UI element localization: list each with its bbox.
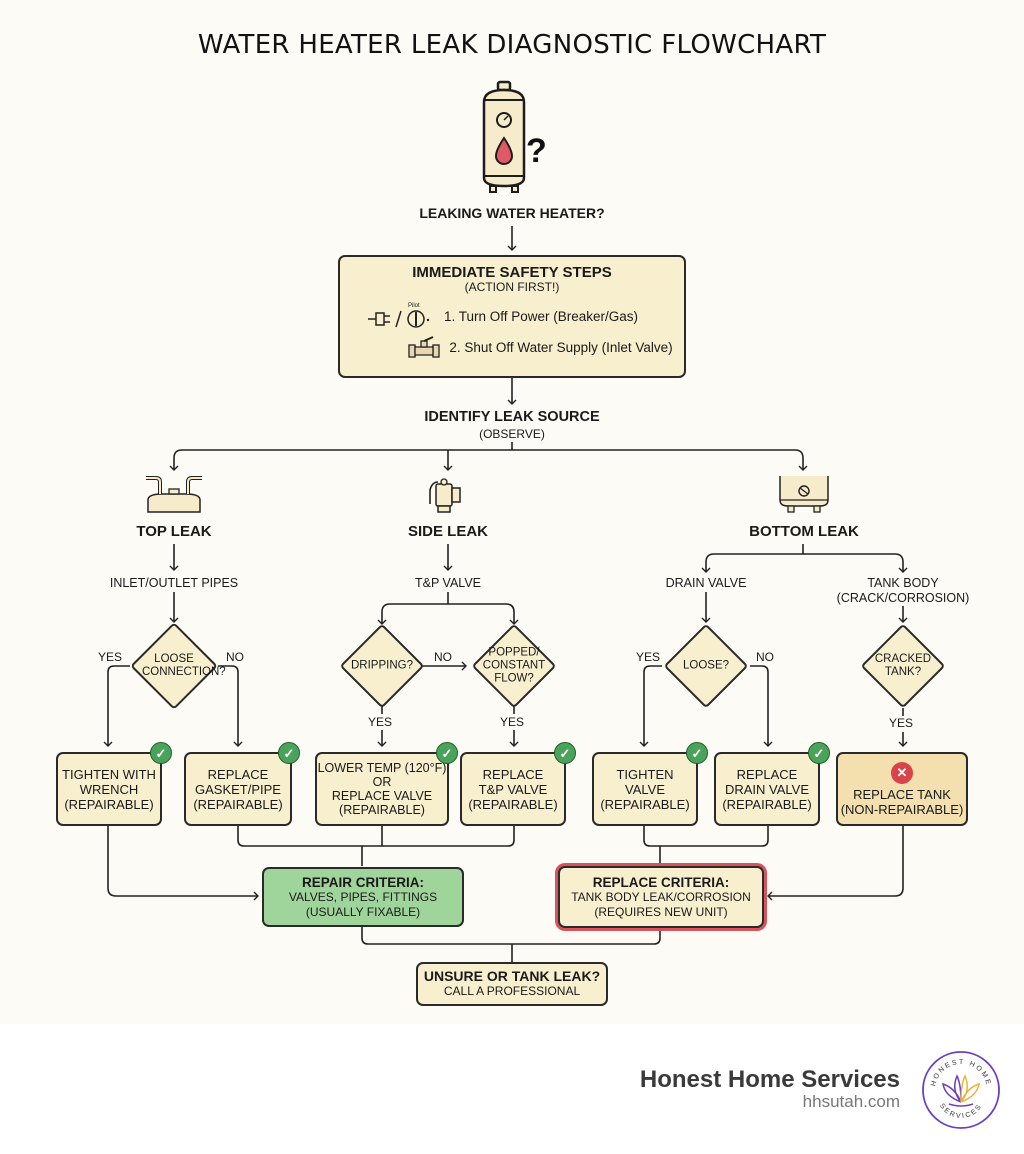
side-leak-label: SIDE LEAK xyxy=(407,523,488,540)
connector xyxy=(390,592,514,624)
replace-criteria-box: REPLACE CRITERIA: TANK BODY LEAK/CORROSI… xyxy=(558,866,764,928)
decision-dripping: DRIPPING? xyxy=(338,623,426,709)
check-icon: ✓ xyxy=(686,742,708,764)
connector xyxy=(107,826,259,901)
valve-icon xyxy=(408,336,440,358)
svg-text:?: ? xyxy=(526,132,547,170)
connector xyxy=(714,544,903,572)
safety-subheading: (ACTION FIRST!) xyxy=(464,280,560,294)
top-pipes-icon xyxy=(146,476,202,513)
side-leak-source: T&P VALVE xyxy=(414,576,481,590)
connector xyxy=(237,826,515,866)
no-label: NO xyxy=(434,650,452,664)
decision-text: DRIPPING? xyxy=(351,659,413,672)
check-icon: ✓ xyxy=(554,742,576,764)
yes-label: YES xyxy=(98,650,123,664)
decision-text: LOOSE CONNECTION? xyxy=(142,653,226,678)
connector xyxy=(103,665,130,747)
connector xyxy=(361,926,661,962)
connector xyxy=(767,826,904,901)
drain-valve-source: DRAIN VALVE xyxy=(665,576,747,590)
safety-step-1: 1. Turn Off Power (Breaker/Gas) xyxy=(443,308,639,324)
connector xyxy=(218,665,243,747)
repair-criteria-box: REPAIR CRITERIA: VALVES, PIPES, FITTINGS… xyxy=(262,867,464,927)
safety-step-2: 2. Shut Off Water Supply (Inlet Valve) xyxy=(449,339,673,355)
decision-text: LOOSE? xyxy=(682,659,730,672)
flowchart-canvas: WATER HEATER LEAK DIAGNOSTIC FLOWCHART ?… xyxy=(56,30,1024,1006)
connector xyxy=(377,603,391,625)
no-label: NO xyxy=(226,650,244,664)
safety-heading: IMMEDIATE SAFETY STEPS xyxy=(412,264,612,281)
top-leak-label: TOP LEAK xyxy=(136,523,212,540)
check-icon: ✓ xyxy=(278,742,300,764)
top-leak-source: INLET/OUTLET PIPES xyxy=(109,576,239,590)
connector xyxy=(643,826,769,866)
identify-heading: IDENTIFY LEAK SOURCE xyxy=(424,409,600,425)
identify-sub: (OBSERVE) xyxy=(479,427,545,441)
water-heater-question-icon: ? xyxy=(482,80,547,193)
safety-steps-box: IMMEDIATE SAFETY STEPS (ACTION FIRST!) P… xyxy=(338,255,686,378)
connector xyxy=(182,442,803,470)
check-icon: ✓ xyxy=(436,742,458,764)
yes-label: YES xyxy=(500,715,525,729)
tp-valve-icon xyxy=(429,478,461,513)
page-title: WATER HEATER LEAK DIAGNOSTIC FLOWCHART xyxy=(197,30,827,60)
connector xyxy=(639,665,662,747)
connector xyxy=(701,553,715,573)
footer-url[interactable]: hhsutah.com xyxy=(802,1092,900,1111)
x-icon: ✕ xyxy=(891,761,913,784)
tank-bottom-icon xyxy=(779,476,829,513)
check-icon: ✓ xyxy=(150,742,172,764)
start-label: LEAKING WATER HEATER? xyxy=(419,205,605,221)
connector xyxy=(750,665,773,747)
bottom-leak-label: BOTTOM LEAK xyxy=(749,523,859,540)
call-professional-box: UNSURE OR TANK LEAK? CALL A PROFESSIONAL xyxy=(416,962,608,1006)
yes-label: YES xyxy=(636,650,661,664)
no-label: NO xyxy=(756,650,774,664)
tank-body-source: TANK BODY(CRACK/CORROSION) xyxy=(836,576,970,605)
decision-loose-connection: LOOSE CONNECTION? xyxy=(128,622,226,710)
yes-label: YES xyxy=(368,715,393,729)
check-icon: ✓ xyxy=(808,742,830,764)
connector xyxy=(169,449,183,471)
footer-brand: Honest Home Services xyxy=(639,1066,900,1093)
connector-lines xyxy=(103,226,1024,962)
plug-pilot-icon: Pilot xyxy=(367,303,430,328)
action-replace-tank: ✕ REPLACE TANK(NON-REPAIRABLE) xyxy=(836,752,968,826)
svg-text:Pilot: Pilot xyxy=(408,303,420,309)
honest-home-logo-icon: HONEST HOME SERVICES xyxy=(922,1051,1000,1129)
yes-label: YES xyxy=(889,716,914,730)
decision-loose: LOOSE? xyxy=(662,623,750,709)
